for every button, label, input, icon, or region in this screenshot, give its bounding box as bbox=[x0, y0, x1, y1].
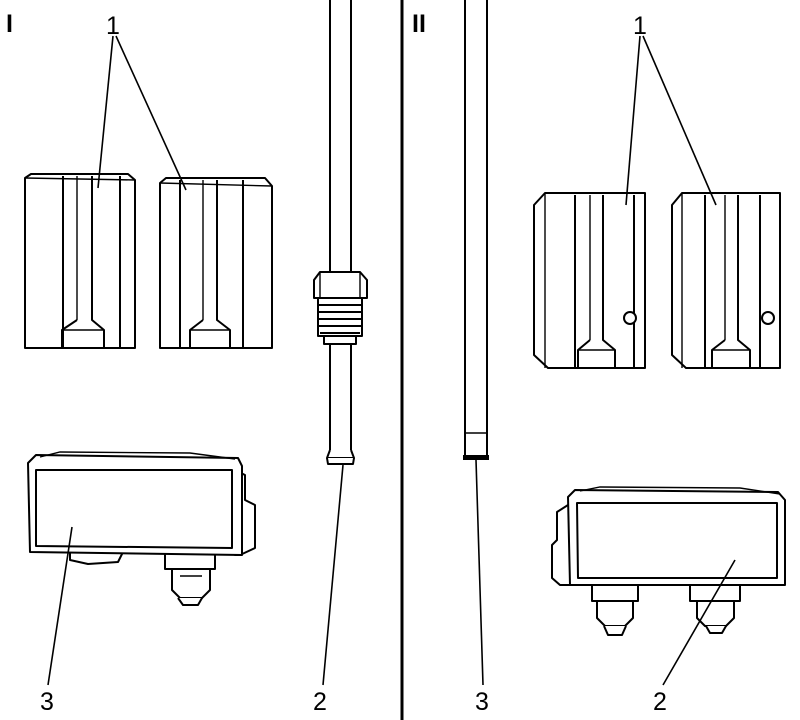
left-flare-holder bbox=[27, 451, 256, 606]
left-die-blocks bbox=[24, 173, 273, 349]
callout-1-right: 1 bbox=[633, 12, 647, 40]
left-leader-lines bbox=[47, 35, 344, 686]
callout-2-right: 2 bbox=[653, 688, 667, 716]
panel-label-left: I bbox=[6, 10, 13, 38]
right-die-blocks bbox=[533, 192, 781, 369]
callout-3-left: 3 bbox=[40, 688, 54, 716]
panel-label-right: II bbox=[412, 10, 426, 38]
callout-2-left: 2 bbox=[313, 688, 327, 716]
callout-3-right: 3 bbox=[475, 688, 489, 716]
right-leader-lines bbox=[475, 35, 736, 686]
right-flare-holder bbox=[551, 486, 786, 636]
right-brake-pipe bbox=[463, 0, 489, 460]
callout-1-left: 1 bbox=[106, 12, 120, 40]
left-brake-pipe bbox=[313, 0, 368, 465]
